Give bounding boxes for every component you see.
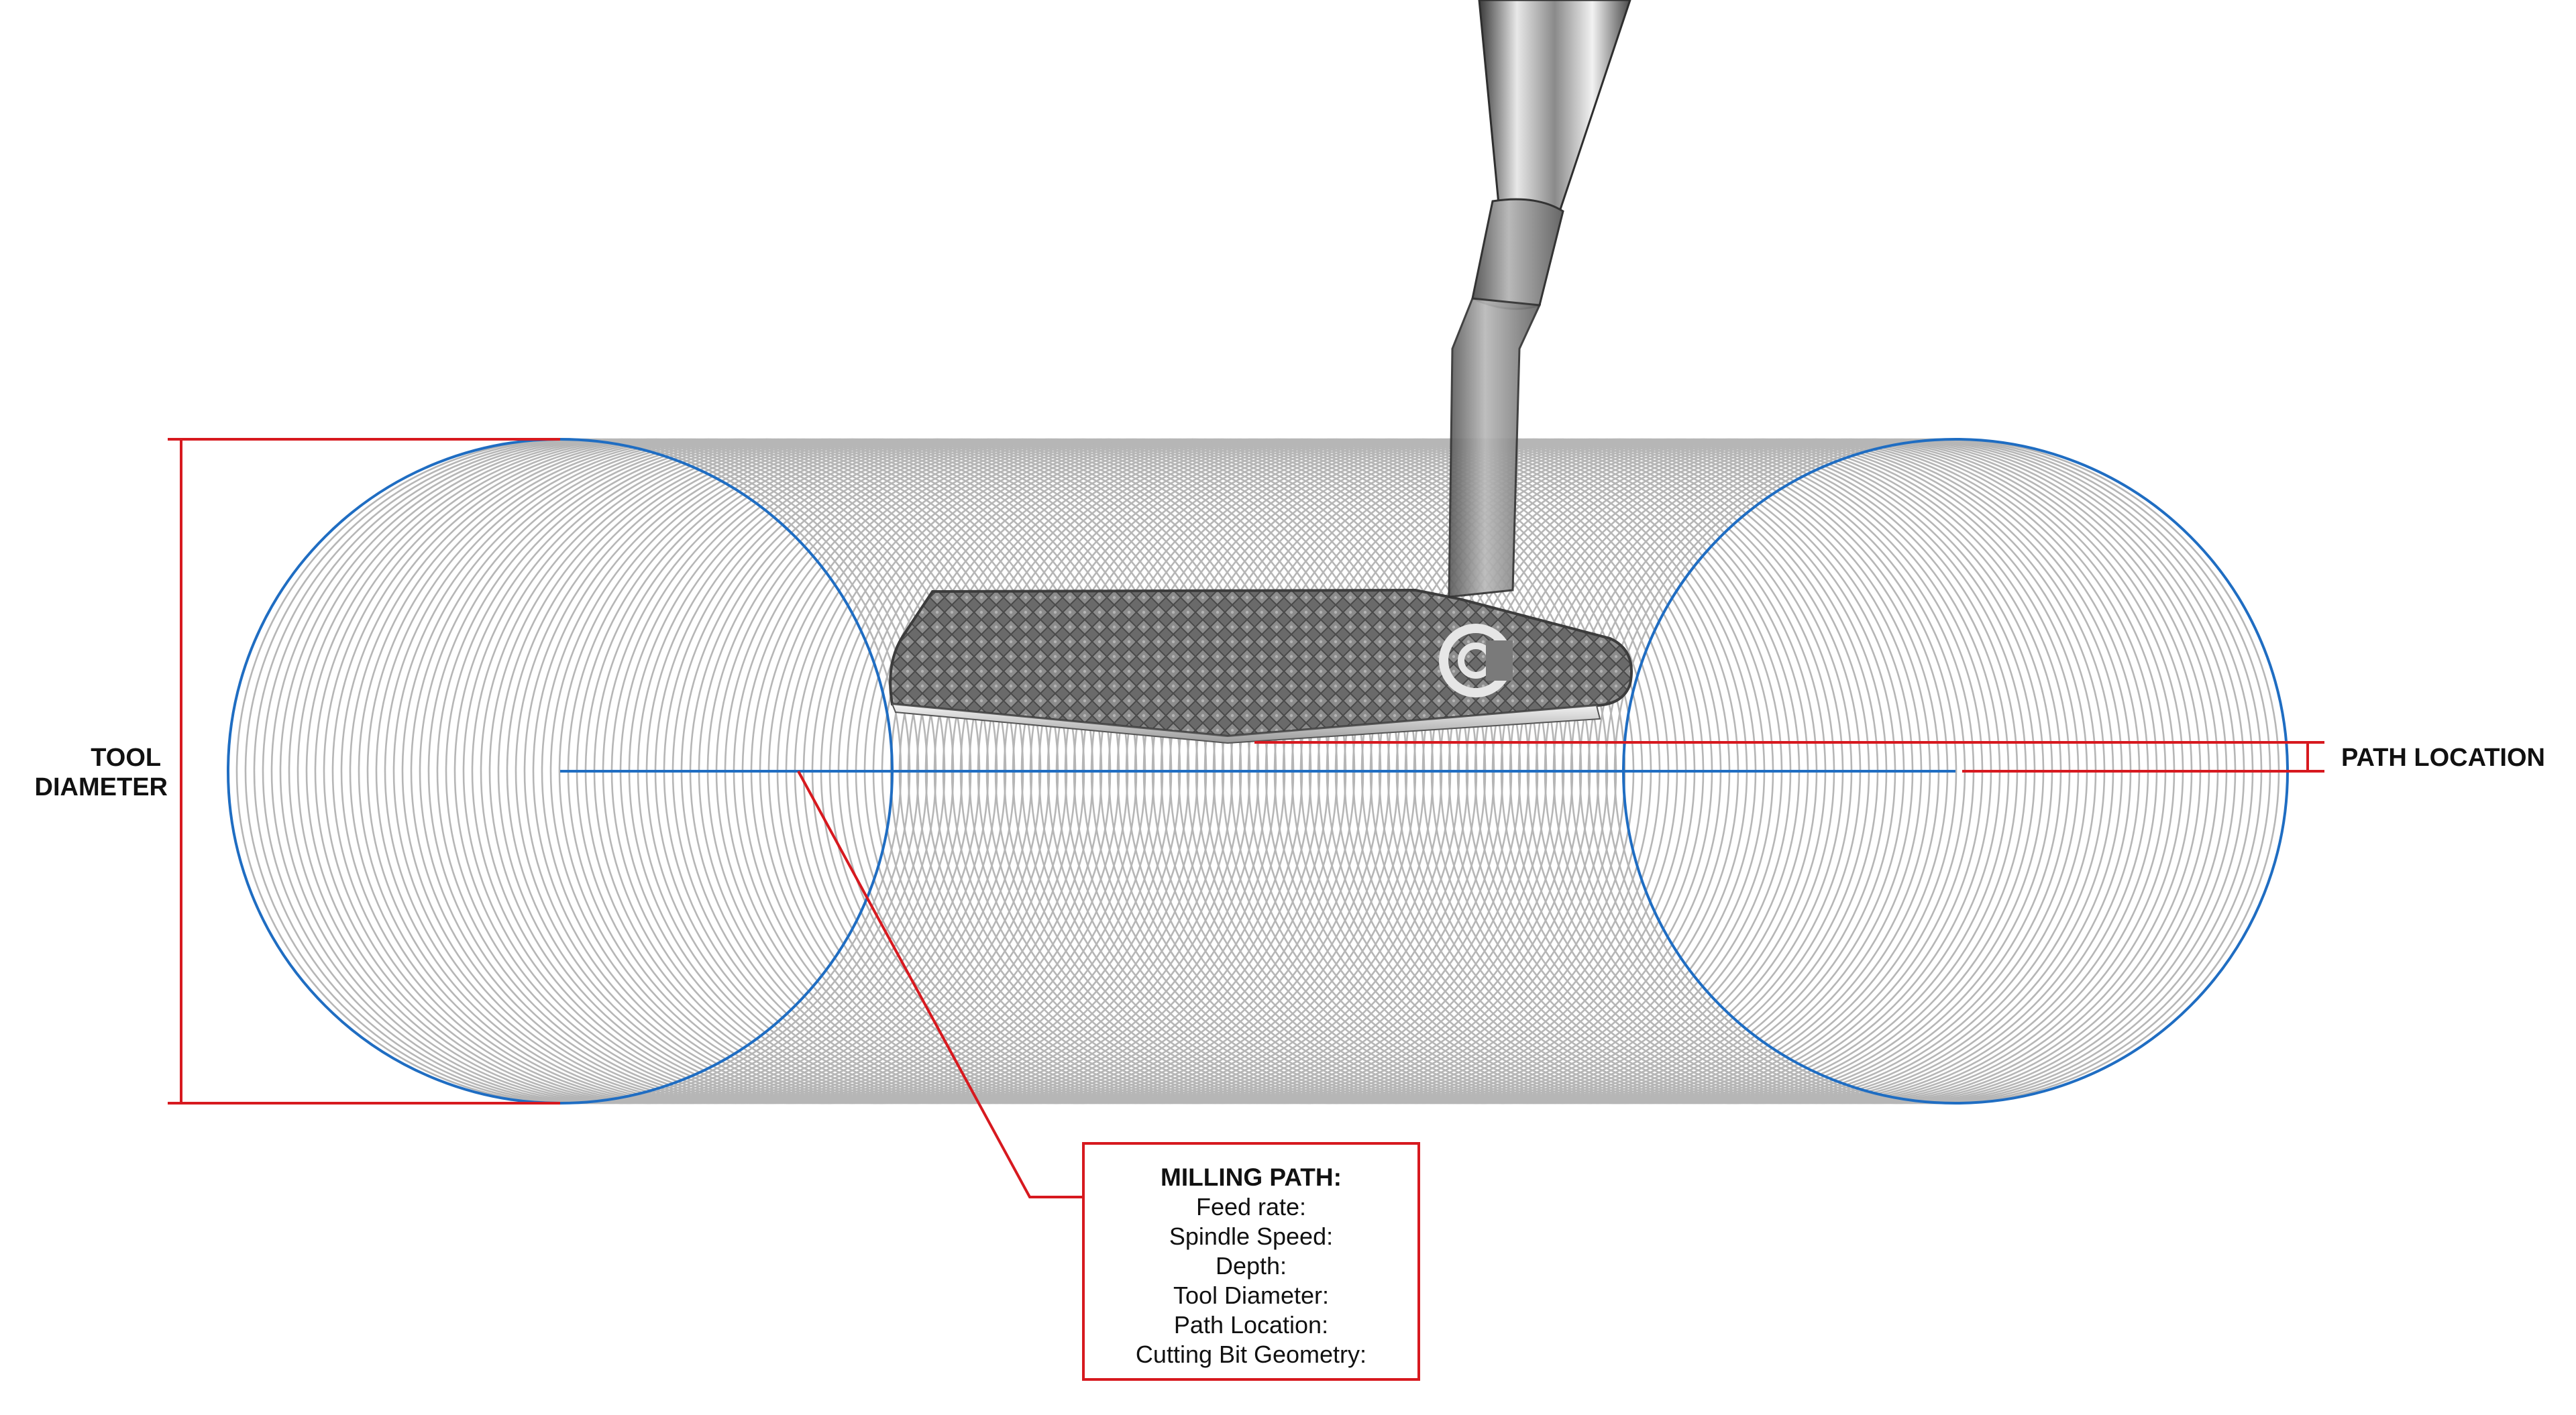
milling-path-leader (797, 771, 1083, 1198)
milling-path-field: Tool Diameter: (1173, 1282, 1329, 1309)
milling-path-field: Depth: (1216, 1252, 1287, 1280)
putter-shaft (1448, 0, 1631, 598)
milling-path-field: Path Location: (1174, 1311, 1328, 1339)
milling-path-field: Cutting Bit Geometry: (1136, 1341, 1366, 1368)
tool-diameter-label: TOOL DIAMETER (35, 744, 168, 801)
putter-sole-edge (891, 703, 1601, 744)
shaft-ferrule (1471, 198, 1564, 310)
path-location-label: PATH LOCATION (2341, 744, 2545, 772)
putter-head (889, 588, 1633, 744)
milling-path-fields: Feed rate:Spindle Speed:Depth:Tool Diame… (1136, 1193, 1366, 1368)
putter-face (889, 588, 1633, 738)
putter-hosel (1448, 297, 1542, 598)
milling-path-box (1082, 1142, 1420, 1381)
milling-path-field: Spindle Speed: (1169, 1223, 1333, 1250)
milling-path-title: MILLING PATH: (1161, 1164, 1342, 1191)
brand-logo (1439, 624, 1513, 697)
annotations (168, 438, 2324, 1381)
milling-path-field: Feed rate: (1196, 1193, 1306, 1221)
